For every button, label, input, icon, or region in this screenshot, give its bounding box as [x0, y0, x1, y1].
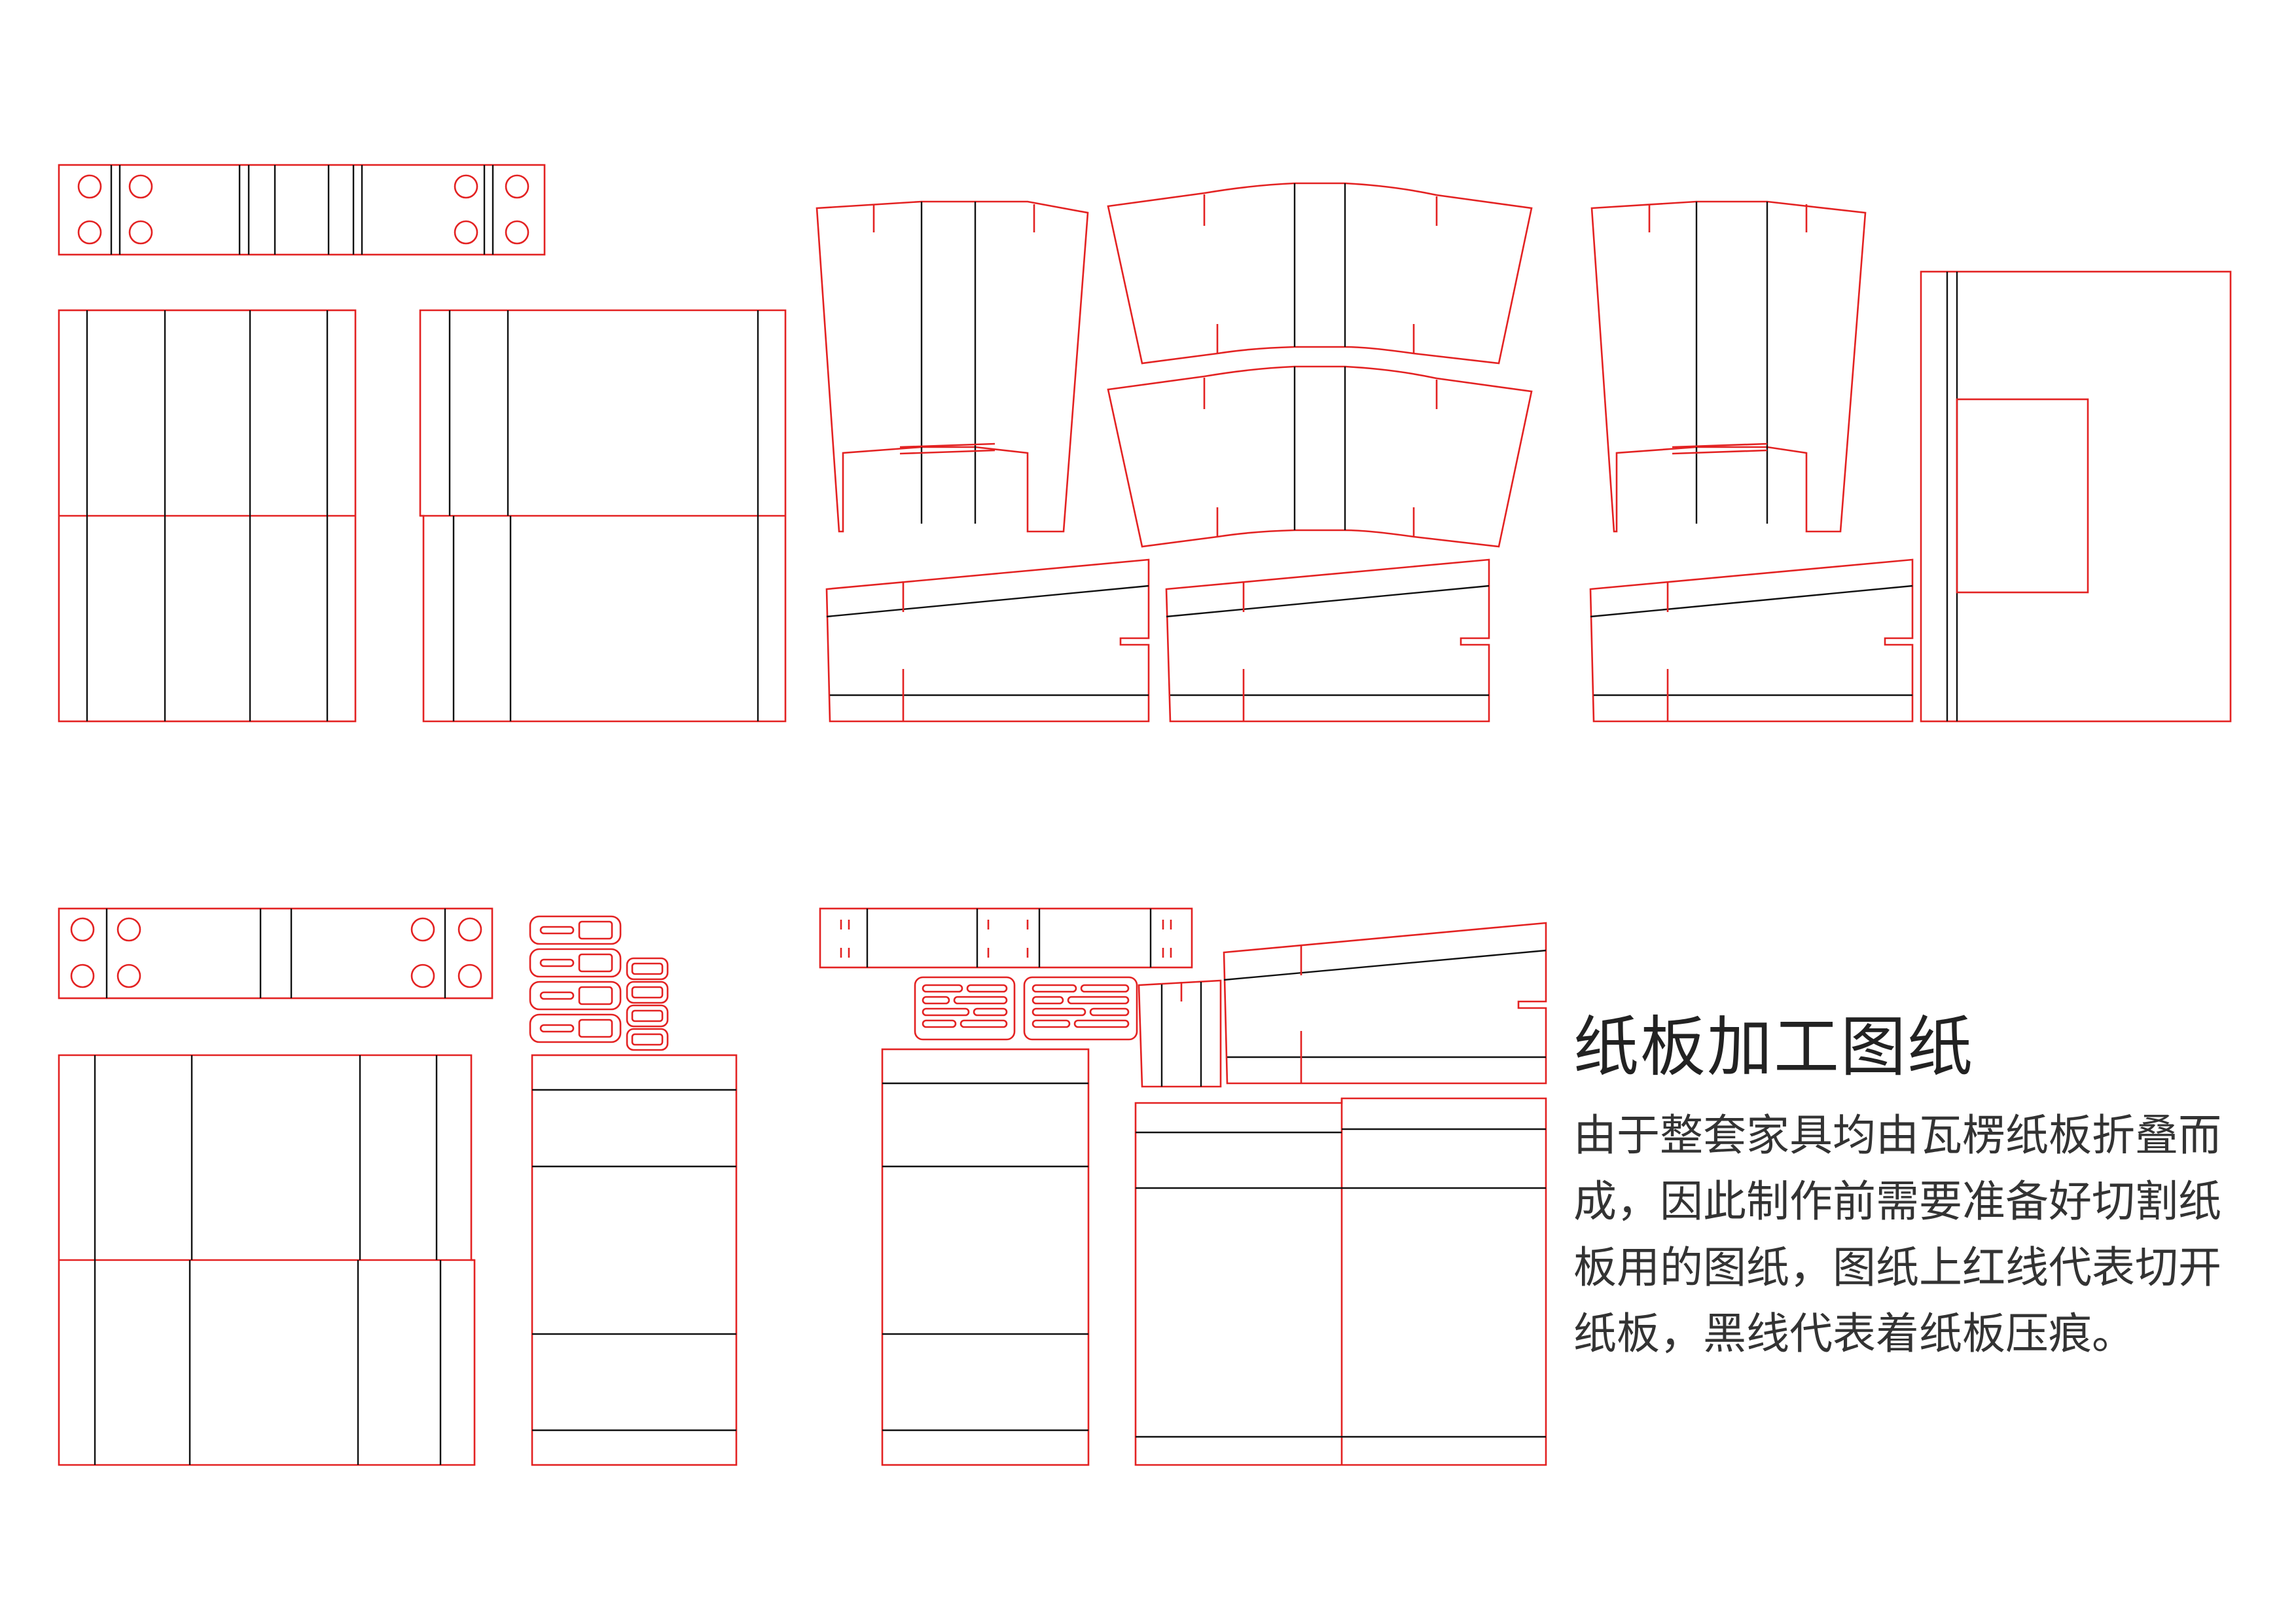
piece-small-slots: [529, 915, 669, 1051]
piece-wedge-3: [1589, 558, 1914, 723]
piece-trapezoid-1: [816, 200, 1089, 533]
piece-perforated-2: [1023, 976, 1138, 1041]
piece-bottom-panel-b: [531, 1054, 738, 1466]
piece-trapezoid-2: [1590, 200, 1867, 533]
piece-wedge-1: [825, 558, 1150, 723]
piece-tall-panel: [1920, 270, 2232, 723]
piece-small-tapered: [1138, 979, 1222, 1088]
piece-top-panel-b: [419, 309, 787, 723]
description-text: 由于整套家具均由瓦楞纸板折叠而成，因此制作前需要准备好切割纸板用的图纸，图纸上红…: [1573, 1110, 2221, 1359]
piece-backrest-2: [1107, 365, 1533, 548]
piece-bottom-strip-2: [819, 907, 1193, 969]
piece-backrest-1: [1107, 182, 1533, 365]
piece-top-panel-a: [58, 309, 357, 723]
description-block: 纸板加工图纸 由于整套家具均由瓦楞纸板折叠而成，因此制作前需要准备好切割纸板用的…: [1573, 1008, 2254, 1367]
piece-bottom-panel-d: [1134, 1097, 1547, 1466]
piece-wedge-2: [1165, 558, 1490, 723]
page-title: 纸板加工图纸: [1573, 1009, 1974, 1085]
piece-perforated-1: [914, 976, 1016, 1041]
piece-wedge-4: [1223, 922, 1547, 1085]
piece-top-strip: [58, 164, 546, 256]
piece-bottom-strip: [58, 907, 493, 1000]
piece-bottom-panel-c: [881, 1048, 1090, 1466]
piece-bottom-panel-a: [58, 1054, 476, 1466]
